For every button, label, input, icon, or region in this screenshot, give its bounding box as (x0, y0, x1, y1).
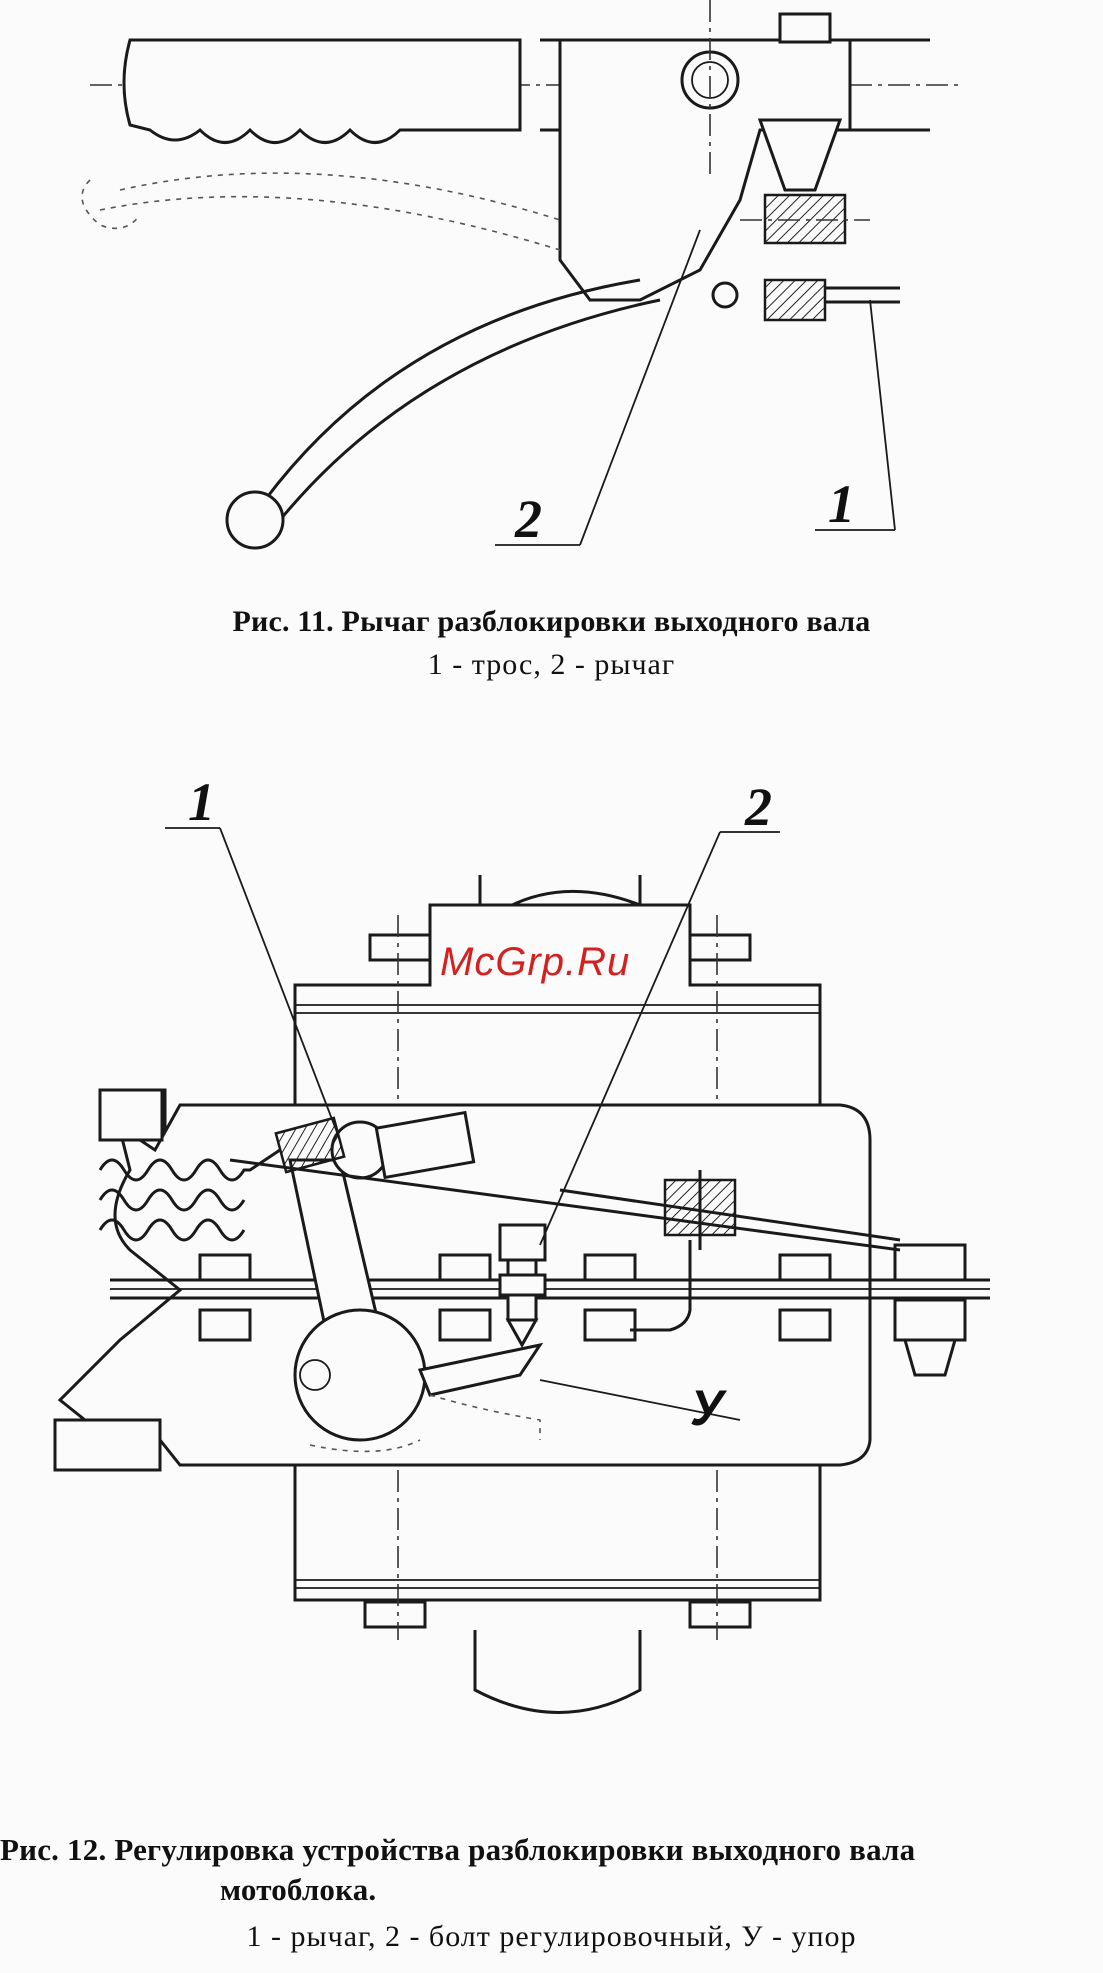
fig11-caption-legend: 1 - трос, 2 - рычаг (0, 648, 1103, 682)
watermark: McGrp.Ru (440, 940, 630, 985)
fig12-caption-legend: 1 - рычаг, 2 - болт регулировочный, У - … (0, 1920, 1103, 1954)
fig12-callout-2: 2 (744, 777, 772, 837)
fig12-caption-title: Рис. 12. Регулировка устройства разблоки… (0, 1832, 1095, 1868)
handle-grip (124, 40, 520, 143)
lever-knob (227, 492, 283, 548)
fig11-caption-title: Рис. 11. Рычаг разблокировки выходного в… (0, 605, 1103, 639)
fig11-callout-2: 2 (514, 489, 542, 549)
fig12-callout-1: 1 (188, 772, 215, 832)
figure-11-drawing (82, 0, 960, 548)
fig12-callout-u: У (690, 1380, 728, 1436)
fig11-callout-1: 1 (828, 474, 855, 534)
fig12-caption-title-line2: мотоблока. (220, 1872, 1020, 1908)
adjusting-bolt (500, 1225, 545, 1260)
